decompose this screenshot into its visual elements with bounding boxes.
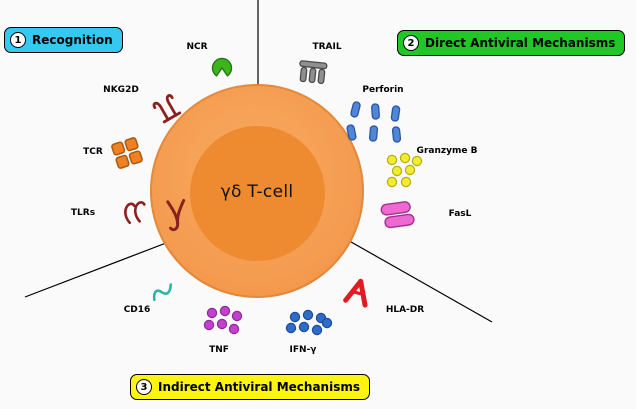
tcr-label: TCR [83,147,103,157]
ifn-gamma-label: IFN-γ [289,345,317,355]
tnf-icon [203,305,243,335]
legend-number-2: 2 [403,35,419,51]
granzyme-b-icon [386,152,423,188]
fasl-icon [380,201,415,229]
trail-icon [299,60,328,85]
hla-dr-label: HLA-DR [385,305,425,315]
granzyme-b-label: Granzyme B [416,146,478,156]
legend-number-3: 3 [136,379,152,395]
legend-indirect-antiviral: 3 Indirect Antiviral Mechanisms [130,374,370,400]
nkg2d-label: NKG2D [103,85,139,95]
tcr-icon [111,137,143,169]
perforin-label: Perforin [362,85,404,95]
perforin-icon [346,101,402,143]
tlrs-label: TLRs [70,208,96,218]
gamma-delta-tcr-icon [166,198,186,232]
legend-indirect-label: Indirect Antiviral Mechanisms [158,380,360,394]
legend-direct-antiviral: 2 Direct Antiviral Mechanisms [397,30,626,56]
legend-number-1: 1 [10,32,26,48]
tnf-label: TNF [209,345,229,355]
cd16-icon [152,283,173,302]
nkg2d-icon [152,94,182,124]
divider-line-right [329,229,493,323]
cell-label: γδ T-cell [220,182,294,202]
cell-cytoplasm [190,126,325,261]
tlrs-icon [124,201,146,225]
ncr-icon [211,57,233,77]
legend-direct-label: Direct Antiviral Mechanisms [425,36,616,50]
legend-recognition-label: Recognition [32,33,113,47]
ncr-label: NCR [186,42,208,52]
ifn-gamma-icon [285,309,333,336]
trail-label: TRAIL [312,42,342,52]
cd16-label: CD16 [123,305,151,315]
fasl-label: FasL [448,209,472,219]
hla-dr-icon [343,278,368,308]
legend-recognition: 1 Recognition [4,27,123,53]
